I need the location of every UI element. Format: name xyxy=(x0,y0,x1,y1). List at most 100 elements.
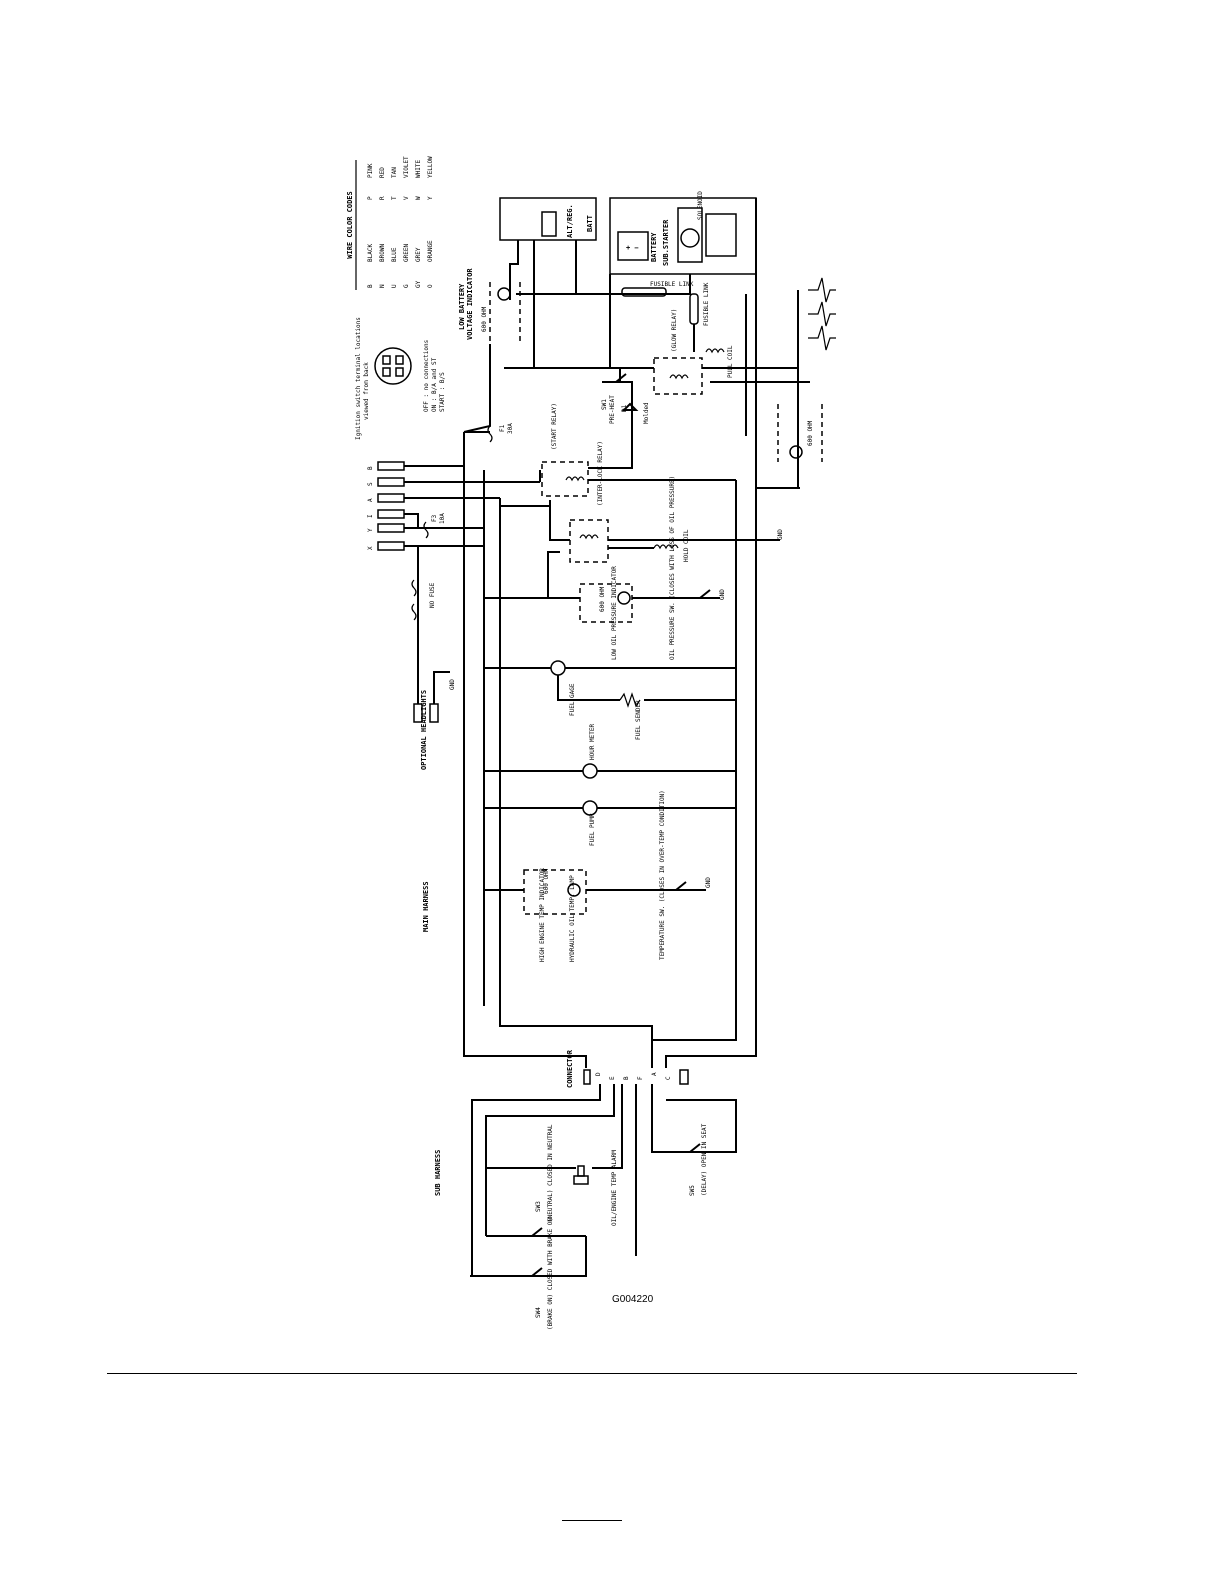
meter-icon xyxy=(582,763,598,779)
diagram-label: VIOLET xyxy=(403,156,410,178)
diagram-label: D xyxy=(595,1072,602,1076)
wire-color-code-legend: WIRE COLOR CODES BLACK BROWN BLUE GREEN … xyxy=(346,156,434,290)
diagram-label: RED xyxy=(379,167,386,178)
ignition-switch-title: Ignition switch terminal locations xyxy=(355,317,362,440)
diagram-label: LOW BATTERY xyxy=(458,283,466,330)
glow-relay: (GLOW RELAY) PULL COIL xyxy=(653,309,734,395)
diagram-label: (DELAY) OPEN IN SEAT xyxy=(701,1123,708,1196)
right-indicator-lamp: 600 OHM xyxy=(777,404,823,462)
preheat-switch: SW1 PRE-HEAT D1 Molded xyxy=(601,395,650,424)
diagram-label: P xyxy=(367,196,374,200)
diagram-label: BROWN xyxy=(379,244,386,262)
diagram-label: B xyxy=(623,1076,630,1080)
diagram-label: FUEL PUMP xyxy=(589,813,596,846)
diagram-label: GREY xyxy=(415,247,422,262)
diagram-label: X xyxy=(367,546,374,550)
ignition-switch-face-icon xyxy=(374,347,412,385)
diagram-label: + − xyxy=(626,244,639,252)
diagram-label: SW1 xyxy=(601,399,608,410)
fuel-pump: FUEL PUMP xyxy=(582,800,598,846)
lamp-icon xyxy=(497,287,511,301)
diagram-label: Y xyxy=(427,196,434,200)
diagram-label: (GLOW RELAY) xyxy=(671,309,678,352)
diagram-label: 30A xyxy=(507,423,514,434)
diagram-label: O xyxy=(427,284,434,288)
diagram-label: I xyxy=(367,514,374,518)
sub-harness-label: SUB HARNESS xyxy=(434,1150,442,1196)
gauge-icon xyxy=(550,660,566,676)
diagram-label: NO FUSE xyxy=(429,582,436,608)
diagram-label: U xyxy=(391,284,398,288)
brake-switch: SW4 (BRAKE ON) CLOSED WITH BRAKE ON xyxy=(535,1218,554,1330)
diagram-label: (INTER-LOCK RELAY) xyxy=(597,441,604,506)
diagram-label: C xyxy=(665,1076,672,1080)
diagram-label: Y xyxy=(367,528,374,532)
neutral-switch: SW3 (NEUTRAL) CLOSED IN NEUTRAL xyxy=(535,1124,554,1222)
wire-color-codes-title: WIRE COLOR CODES xyxy=(346,191,354,258)
diagram-label: F xyxy=(637,1076,644,1080)
diagram-label: F3 xyxy=(431,514,438,522)
diagram-label: ALT/REG. xyxy=(566,204,574,238)
diagram-label: V xyxy=(403,196,410,200)
diagram-label: ON : B/A and ST xyxy=(431,357,438,412)
low-oil-pressure-indicator: 600 OHM LOW OIL PRESSURE INDICATOR OIL P… xyxy=(579,476,726,660)
lamp-icon xyxy=(789,445,803,459)
lamp-icon xyxy=(617,591,631,605)
diagram-label: (NEUTRAL) CLOSED IN NEUTRAL xyxy=(547,1124,554,1222)
diagram-label: 600 OHM xyxy=(543,868,550,894)
diagram-label: A xyxy=(367,498,374,502)
diagram-label: (START RELAY) xyxy=(551,403,558,450)
diagram-label: SW4 xyxy=(535,1307,542,1318)
diagram-label: 600 OHM xyxy=(807,420,814,446)
diagram-label: GND xyxy=(449,679,456,690)
diagram-label: START : B/S xyxy=(439,372,446,412)
battery-starter-assembly: + − BATTERY SUB.STARTER SOLENOID xyxy=(609,191,757,275)
diagram-label: 600 OHM xyxy=(599,586,606,612)
diagram-label: GND xyxy=(777,529,784,540)
diagram-label: VOLTAGE INDICATOR xyxy=(466,268,474,340)
diagram-label: FUSIBLE LINK xyxy=(650,281,694,288)
diagram-label: PULL COIL xyxy=(727,345,734,378)
diagram-label: FUSIBLE LINK xyxy=(703,282,710,326)
diagram-label: SOLENOID xyxy=(697,191,704,220)
diagram-label: B xyxy=(367,466,374,470)
diagram-label: SW3 xyxy=(535,1201,542,1212)
diagram-label: BATTERY xyxy=(650,232,658,262)
diagram-label: T xyxy=(391,196,398,200)
interlock-relay: (INTER-LOCK RELAY) HOLD COIL GND xyxy=(569,441,784,563)
diagram-label: HOUR METER xyxy=(589,723,596,760)
diagram-label: BATT xyxy=(586,215,594,232)
diagram-label: N xyxy=(379,284,386,288)
diagram-label: GND xyxy=(705,877,712,888)
oil-engine-temp-alarm: OIL/ENGINE TEMP ALARM xyxy=(573,1150,618,1226)
start-relay: (START RELAY) xyxy=(541,403,589,497)
diagram-label: OIL/ENGINE TEMP ALARM xyxy=(611,1150,618,1226)
diagram-label: OPTIONAL HEADLIGHTS xyxy=(420,690,428,770)
diagram-label: (BRAKE ON) CLOSED WITH BRAKE ON xyxy=(547,1218,554,1330)
diagram-label: 10A xyxy=(439,513,446,524)
diagram-label: BLUE xyxy=(391,247,398,262)
diagram-label: HIGH ENGINE TEMP INDICATOR xyxy=(539,868,546,962)
diagram-label: 600 OHM xyxy=(481,306,488,332)
diagram-label: Molded xyxy=(643,402,650,424)
main-harness-label: MAIN HARNESS xyxy=(422,881,430,932)
diagram-label: A xyxy=(651,1072,658,1076)
diagram-label: WHITE xyxy=(415,160,422,178)
alternator-regulator: ALT/REG. BATT xyxy=(499,197,597,241)
diagram-label: R xyxy=(379,196,386,200)
diagram-label: FUEL SENDER xyxy=(635,700,642,740)
diagram-label: E xyxy=(609,1076,616,1080)
ignition-terminal-block: B S A I Y X xyxy=(367,461,405,551)
diagram-label: HOLD COIL xyxy=(683,529,690,562)
harness-connector: CONNECTOR D E B F A C xyxy=(566,1049,689,1088)
diagram-label: OFF : no connections xyxy=(423,339,430,412)
diagram-label: W xyxy=(415,196,422,200)
diagram-label: HYDRAULIC OIL TEMP. LAMP xyxy=(569,875,576,962)
starter-motor-icon xyxy=(680,228,700,248)
lamp-icon xyxy=(567,883,581,897)
engine-temp-indicator: 600 OHM HIGH ENGINE TEMP INDICATOR HYDRA… xyxy=(523,790,712,962)
ground-symbols-top xyxy=(808,277,836,351)
diagram-label: PINK xyxy=(367,163,374,178)
wiring xyxy=(404,198,810,1277)
